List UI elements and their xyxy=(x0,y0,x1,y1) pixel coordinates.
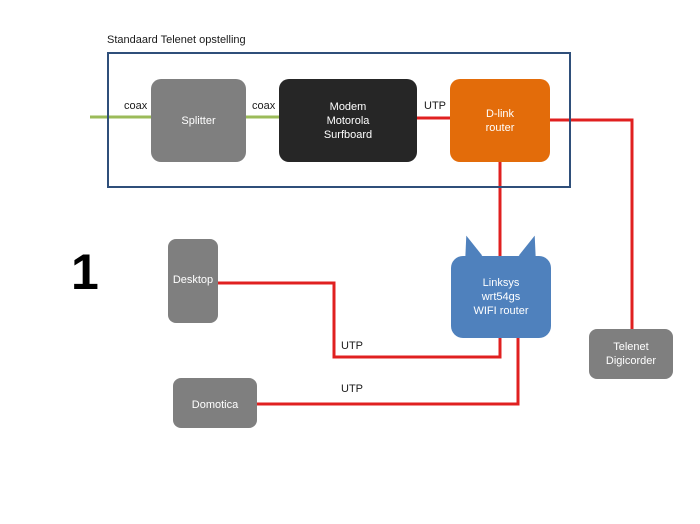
domotica-node: Domotica xyxy=(173,378,257,428)
digicorder-node: Telenet Digicorder xyxy=(589,329,673,379)
utp-label-desktop: UTP xyxy=(341,340,363,352)
linksys-router-node: Linksys wrt54gs WIFI router xyxy=(451,256,551,338)
splitter-label: Splitter xyxy=(181,114,216,127)
domotica-label: Domotica xyxy=(191,399,239,411)
utp-label-domotica: UTP xyxy=(341,383,363,395)
diagram-title: Standaard Telenet opstelling xyxy=(107,34,246,46)
page-number: 1 xyxy=(71,244,99,300)
utp-label-modem-dlink: UTP xyxy=(424,100,446,112)
utp-line-domotica-linksys xyxy=(257,338,520,406)
telenet-setup-group-box xyxy=(107,52,571,188)
coax-label-splitter-modem: coax xyxy=(252,100,276,112)
modem-node: Modem Motorola Surfboard xyxy=(279,79,417,162)
dlink-router-node: D-link router xyxy=(450,79,550,162)
utp-line-desktop-linksys xyxy=(218,281,502,359)
coax-label-in: coax xyxy=(124,100,148,112)
desktop-node: Desktop xyxy=(168,239,218,323)
utp-line-dlink-digicorder xyxy=(545,118,634,329)
digicorder-label: Telenet Digicorder xyxy=(605,341,657,367)
dlink-router-label: D-link router xyxy=(485,107,515,134)
modem-label: Modem Motorola Surfboard xyxy=(323,100,373,141)
desktop-label: Desktop xyxy=(172,274,214,286)
linksys-router-label: Linksys wrt54gs WIFI router xyxy=(473,277,529,317)
splitter-node: Splitter xyxy=(151,79,246,162)
